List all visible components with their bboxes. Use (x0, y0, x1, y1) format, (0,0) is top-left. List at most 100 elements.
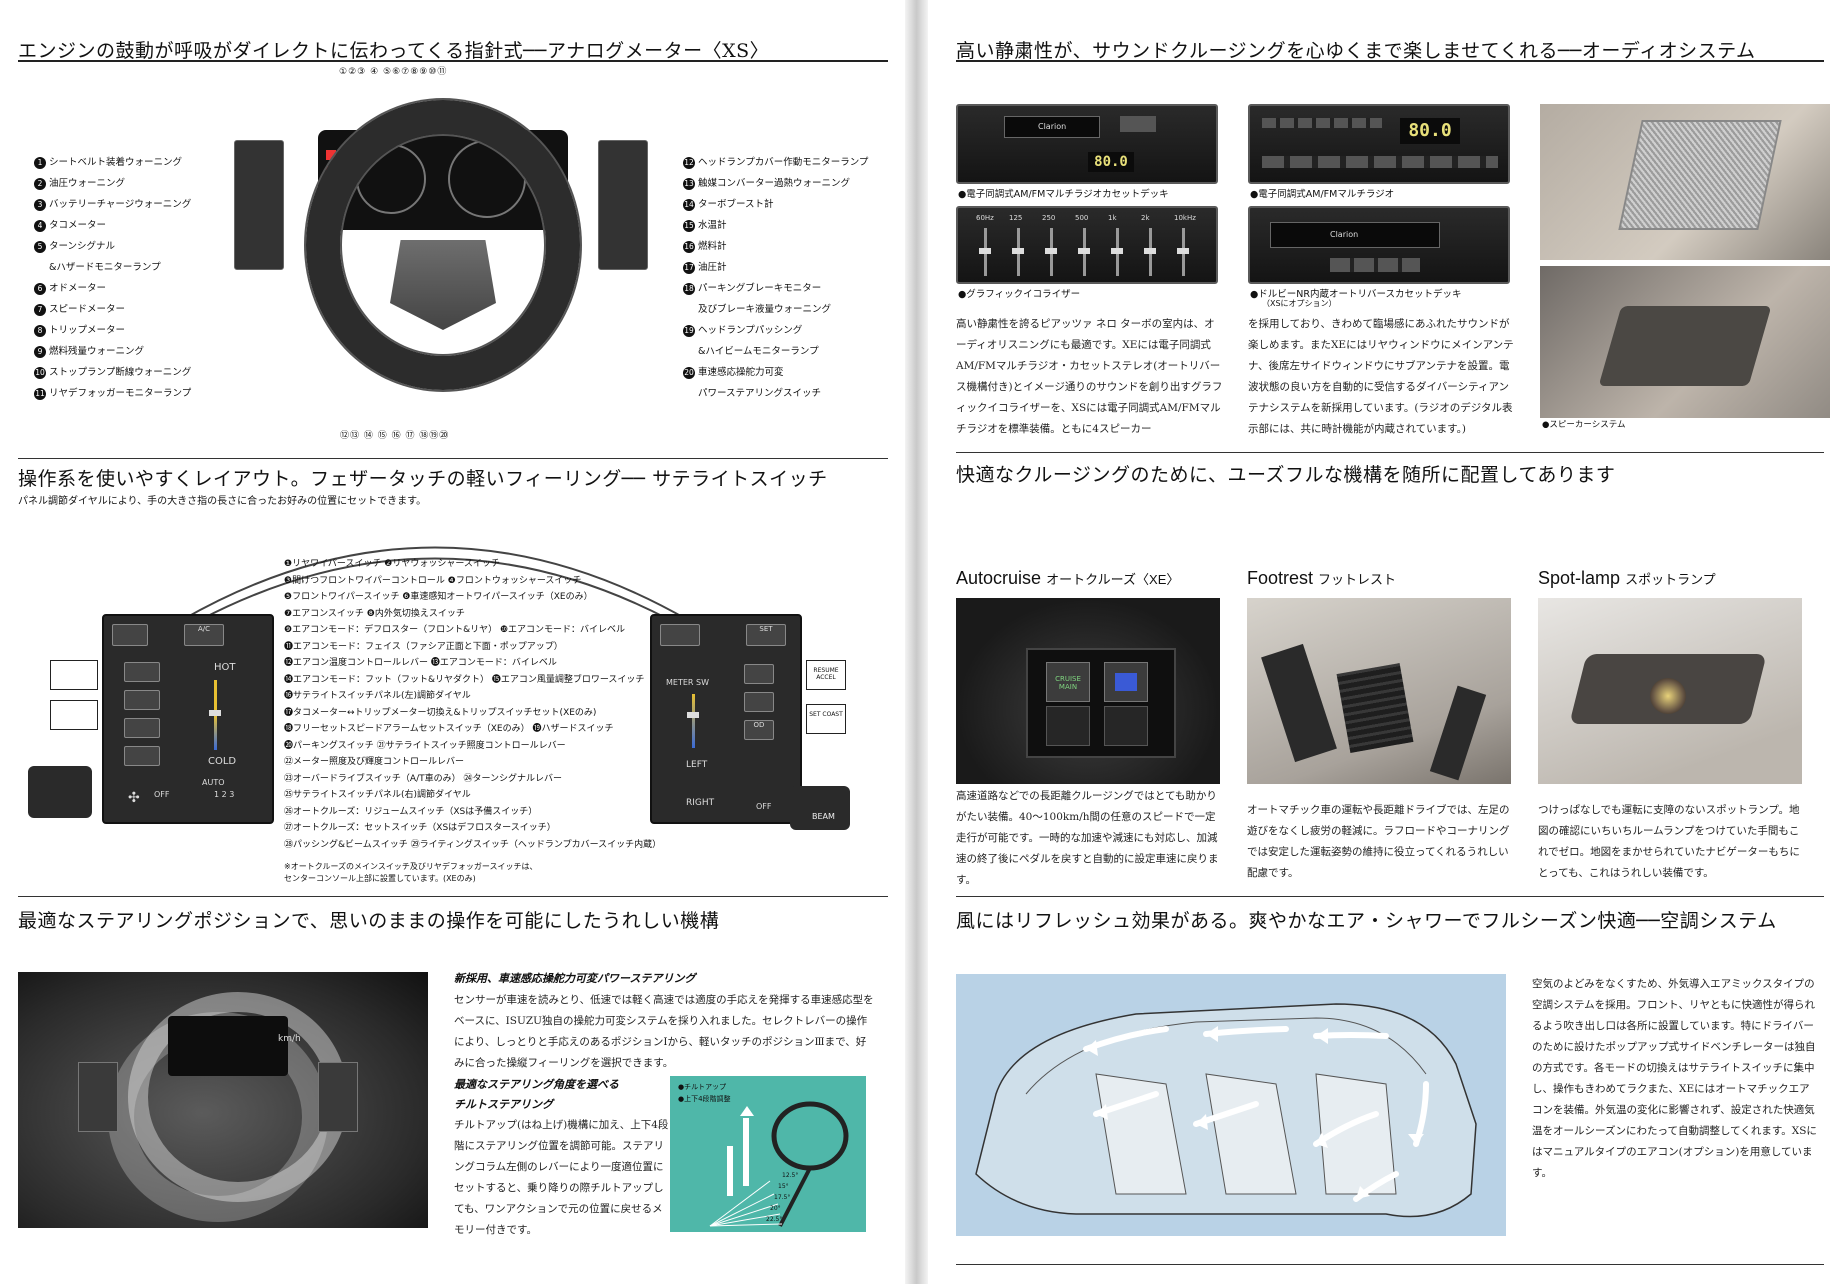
eq-slider[interactable] (1078, 228, 1090, 276)
eq-slider[interactable] (979, 228, 991, 276)
illumination-lever[interactable] (687, 694, 699, 748)
eject-button[interactable] (1120, 116, 1156, 132)
recirculation-button[interactable] (112, 624, 148, 646)
parking-button[interactable] (744, 692, 774, 712)
caption-equalizer: ●グラフィックイコライザー (958, 289, 1081, 300)
satellite-legend-item: ⓮エアコンモード：フット（フット&リヤダクト） ⓯エアコン風量調整ブロワースイッ… (284, 674, 645, 685)
meter-cluster-icon (168, 1016, 288, 1076)
callout-number: 8 (34, 324, 46, 337)
set-button[interactable]: SET (746, 624, 786, 646)
set-coast-button[interactable]: SET COAST (806, 704, 846, 734)
footrest-photo (1247, 598, 1511, 784)
callout-number: 16 (683, 240, 695, 253)
satellite-legend-item: ㉗オートクルーズ：セットスイッチ（XSはデフロスタースイッチ） (284, 823, 556, 833)
od-button[interactable]: OD (744, 720, 774, 740)
meter-switch-button[interactable] (660, 624, 700, 646)
auto-label: AUTO (202, 778, 225, 787)
satellite-legend-item: ㉘パッシング&ビームスイッチ ㉙ライティングスイッチ（ヘッドランプカバースイッチ… (284, 839, 662, 850)
power-steering-text: センサーが車速を読みとり、低速では軽く高速では適度の手応えを発揮する車速感応型を… (454, 994, 874, 1069)
caption-dolby-note: （XSにオプション） (1262, 299, 1337, 308)
wiper-stalk-icon[interactable] (28, 766, 92, 818)
eq-slider[interactable] (1177, 228, 1189, 276)
frequency-display-2: 80.0 (1400, 118, 1460, 144)
tilt-angle-label: 15° (778, 1183, 789, 1190)
cruise-main-button[interactable]: CRUISE MAIN (1046, 662, 1090, 702)
callout-number: 13 (683, 177, 695, 190)
eq-slider[interactable] (1012, 228, 1024, 276)
meter-top-callouts: ①②③ ④ ⑤⑥⑦⑧⑨⑩⑪ (339, 67, 448, 77)
spotlamp-photo (1538, 598, 1802, 784)
tilt-text: チルトアップ(はね上げ)機構に加え、上下4段階にステアリング位置を調節可能。ステ… (454, 1119, 669, 1236)
cassette-door-icon (1270, 222, 1440, 248)
left-switch-pod-icon (234, 140, 284, 270)
tilt-angle-label: 17.5° (774, 1194, 791, 1201)
temperature-lever[interactable] (209, 680, 221, 750)
fan-speed-label: 1 2 3 (214, 790, 235, 799)
caption-radio: ●電子同調式AM/FMマルチラジオ (1250, 189, 1395, 200)
legend-label: タコメーター (49, 220, 107, 231)
satellite-legend-item: ❼エアコンスイッチ ❽内外気切換えスイッチ (284, 608, 465, 619)
meter-bottom-callouts: ⑫⑬ ⑭ ⑮ ⑯ ⑰ ⑱⑲⑳ (340, 431, 450, 441)
section-divider (956, 896, 1824, 897)
satellite-subtitle: パネル調節ダイヤルにより、手の大きさ指の長さに合ったお好みの位置にセットできます… (18, 496, 427, 507)
callout-number: 7 (34, 303, 46, 316)
hazard-button[interactable] (744, 664, 774, 684)
left-satellite-switch-panel: A/C HOT COLD AUTO OFF 1 2 3 ✣ (102, 614, 274, 824)
lights-off-label: OFF (756, 802, 772, 811)
eq-slider[interactable] (1144, 228, 1156, 276)
cassette-slot-icon (1004, 116, 1100, 138)
legend-label: 車速感応操舵力可変 (698, 367, 784, 378)
tilt-angle-diagram (709, 1101, 849, 1227)
left-turn-label: LEFT (686, 760, 708, 770)
satellite-legend-item: ㉓オーバードライブスイッチ（A/T車のみ） ㉔ターンシグナルレバー (284, 773, 563, 784)
section-title-analog-meter: エンジンの鼓動が呼吸がダイレクトに伝わってくる指針式──アナログメーター〈XS〉 (18, 40, 770, 62)
defroster-button[interactable] (124, 690, 160, 710)
face-mode-button[interactable] (124, 718, 160, 738)
accelerator-pedal-icon (1429, 685, 1487, 781)
right-satellite-switch-panel: SET METER SW OD LEFT RIGHT OFF (650, 614, 802, 824)
legend-label: スピードメーター (49, 304, 126, 315)
legend-label: ヘッドランプパッシング (698, 325, 803, 336)
legend-item: パワーステアリングスイッチ (683, 383, 868, 404)
callout-number: 18 (683, 282, 695, 295)
eq-slider[interactable] (1045, 228, 1057, 276)
section-title-satellite-switch: 操作系を使いやすくレイアウト。フェザータッチの軽いフィーリング── サテライトス… (18, 468, 828, 490)
rear-defogger-button[interactable] (1104, 662, 1148, 702)
resume-accel-button[interactable]: RESUME ACCEL (806, 660, 846, 690)
rear-wiper-switch-callout (50, 660, 98, 690)
preset-buttons[interactable] (1262, 118, 1382, 128)
satellite-legend-item: ❶リヤワイパースイッチ ❷リヤウォッシャースイッチ (284, 559, 500, 569)
satellite-legend-item: ❺フロントワイパースイッチ ❻車速感知オートワイパースイッチ（XEのみ） (284, 592, 593, 602)
legend-label: ターンシグナル (49, 241, 116, 252)
audio-text-1: 高い静粛性を誇るピアッツァ ネロ ターボの室内は、オーディオリスニングにも最適で… (956, 318, 1223, 435)
off-label: OFF (154, 790, 170, 799)
brake-pedal-icon (1336, 663, 1414, 753)
brand-label: Clarion (1038, 122, 1067, 131)
legend-label: 油圧ウォーニング (49, 178, 126, 189)
control-knobs[interactable] (1262, 156, 1498, 168)
section-title-audio: 高い静粛性が、サウンドクルージングを心ゆくまで楽しませてくれる──オーディオシス… (956, 40, 1756, 62)
eq-slider[interactable] (1111, 228, 1123, 276)
foot-mode-button[interactable] (124, 746, 160, 766)
section-title-steering-position: 最適なステアリングポジションで、思いのままの操作を可能にしたうれしい機構 (18, 910, 720, 932)
callout-number: 17 (683, 261, 695, 274)
transport-buttons[interactable] (1330, 258, 1420, 272)
legend-label: ストップランプ断線ウォーニング (49, 367, 192, 378)
spotlamp-en: Spot-lamp (1538, 568, 1621, 588)
speaker-box-photo (1540, 266, 1830, 418)
dolby-cassette-deck-photo: Clarion (1248, 206, 1510, 284)
lighting-stalk-icon[interactable] (790, 786, 850, 830)
ac-button[interactable]: A/C (184, 624, 224, 646)
airflow-diagram (956, 974, 1506, 1236)
rear-wiper-button[interactable] (124, 662, 160, 682)
legend-label: 燃料計 (698, 241, 727, 252)
speaker-grille-photo (1540, 104, 1830, 260)
satellite-legend-item: ⓲フリーセットスピードアラームセットスイッチ（XEのみ） ⓳ハザードスイッチ (284, 724, 614, 734)
legend-label: 及びブレーキ液量ウォーニング (698, 304, 832, 315)
